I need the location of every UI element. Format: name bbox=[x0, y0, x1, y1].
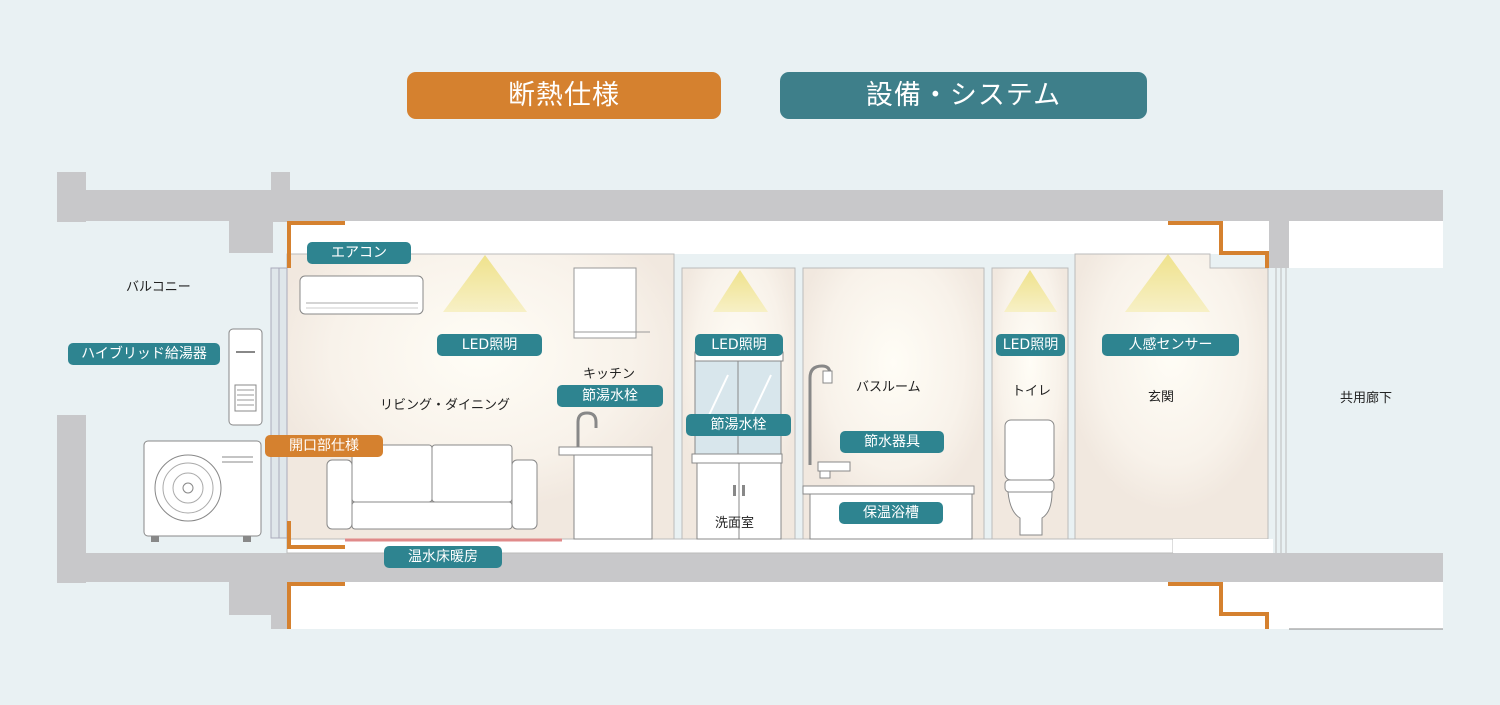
tag-water-fixture: 節水器具 bbox=[840, 431, 944, 453]
tag-faucet-wash: 節湯水栓 bbox=[686, 414, 791, 436]
room-label-living: リビング・ダイニング bbox=[380, 398, 511, 413]
tag-faucet-kitchen: 節湯水栓 bbox=[557, 385, 663, 407]
tag-aircon: エアコン bbox=[307, 242, 411, 264]
ceiling-lamp-icon bbox=[443, 254, 1210, 312]
tag-hybrid-heater: ハイブリッド給湯器 bbox=[68, 343, 220, 365]
room-label-corridor: 共用廊下 bbox=[1340, 391, 1393, 406]
tag-led-toilet: LED照明 bbox=[996, 334, 1065, 356]
shower-icon bbox=[808, 364, 851, 479]
room-label-balcony: バルコニー bbox=[126, 280, 191, 295]
tag-bathtub: 保温浴槽 bbox=[839, 502, 943, 524]
tag-led-wash: LED照明 bbox=[695, 334, 783, 356]
tag-led-living: LED照明 bbox=[437, 334, 542, 356]
legend-equipment: 設備・システム bbox=[780, 72, 1147, 119]
room-label-toilet: トイレ bbox=[1012, 384, 1052, 399]
air-conditioner-icon bbox=[299, 275, 424, 315]
range-hood bbox=[573, 267, 637, 339]
vanity-icon bbox=[691, 351, 784, 540]
legend-insulation: 断熱仕様 bbox=[407, 72, 721, 119]
room-label-kitchen: キッチン bbox=[583, 367, 636, 382]
water-heater-icon bbox=[228, 328, 263, 426]
sofa-icon bbox=[326, 444, 538, 530]
outdoor-unit-icon bbox=[143, 440, 262, 542]
lower-slab bbox=[57, 415, 1443, 629]
room-label-bathroom: バスルーム bbox=[856, 380, 921, 395]
tag-sensor: 人感センサー bbox=[1102, 334, 1239, 356]
toilet-icon bbox=[1004, 419, 1055, 536]
insulation-lines bbox=[287, 221, 1269, 629]
kitchen-sink-icon bbox=[558, 411, 653, 540]
tag-floor-heating: 温水床暖房 bbox=[384, 546, 502, 568]
room-label-entrance: 玄関 bbox=[1148, 390, 1175, 405]
tag-opening: 開口部仕様 bbox=[265, 435, 383, 457]
room-label-washroom: 洗面室 bbox=[715, 516, 755, 531]
